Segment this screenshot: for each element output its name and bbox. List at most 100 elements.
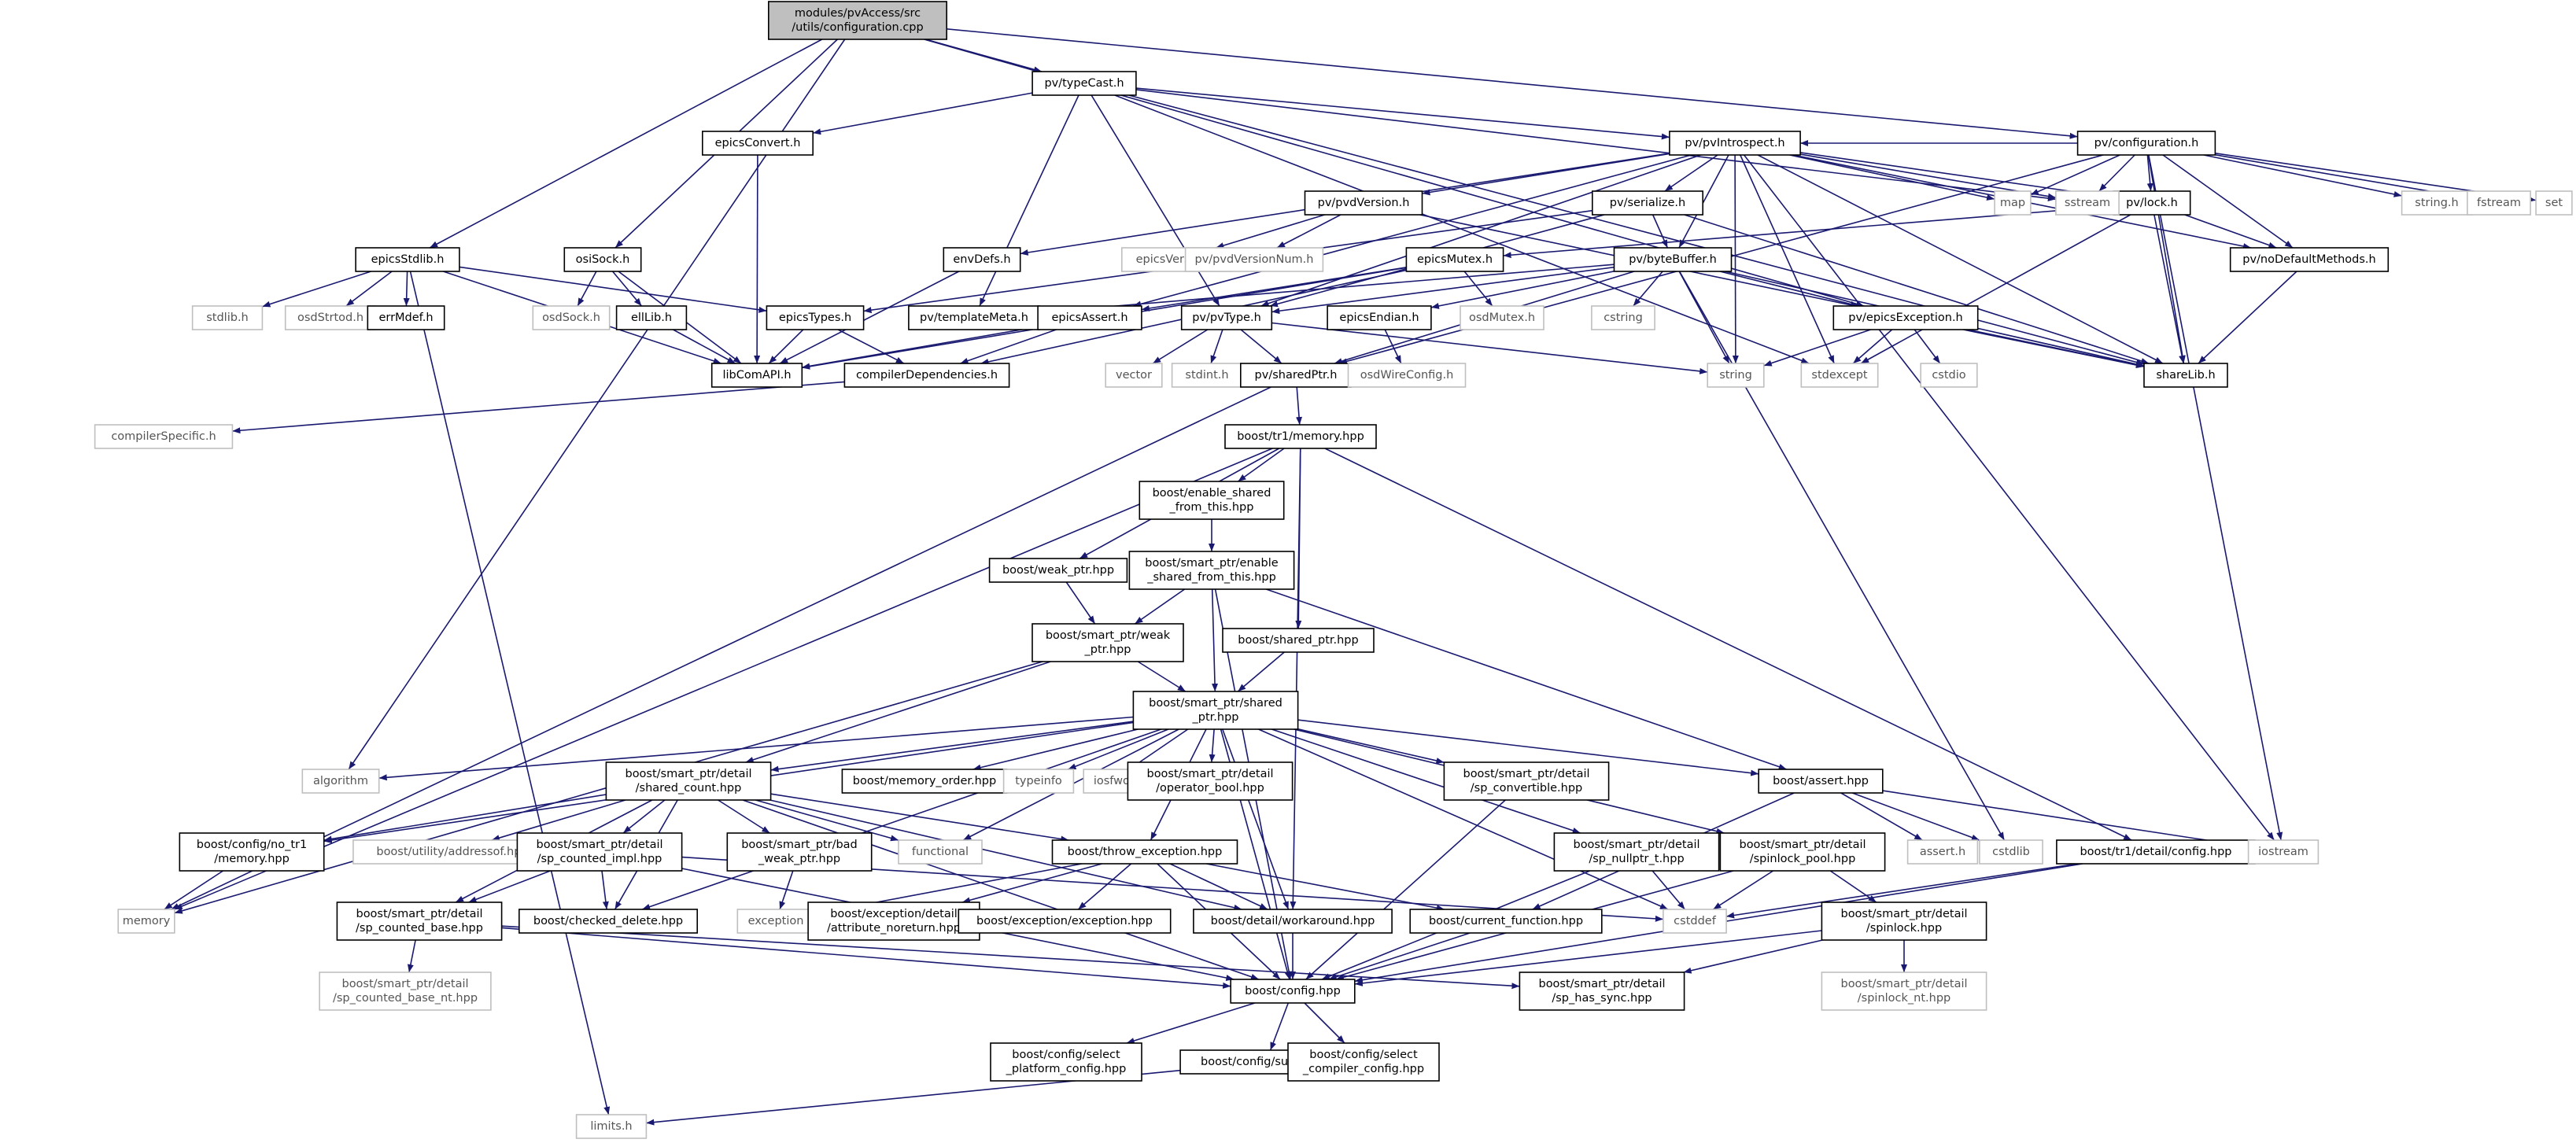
node-epicsTypes[interactable]: epicsTypes.h bbox=[766, 305, 865, 330]
node-pvdVersionNum: pv/pvdVersionNum.h bbox=[1184, 247, 1324, 272]
node-byteBuffer[interactable]: pv/byteBuffer.h bbox=[1613, 247, 1733, 272]
node-spHasSync[interactable]: boost/smart_ptr/detail/sp_has_sync.hpp bbox=[1519, 972, 1685, 1011]
node-workaround[interactable]: boost/detail/workaround.hpp bbox=[1193, 909, 1393, 934]
node-typeCast[interactable]: pv/typeCast.h bbox=[1032, 71, 1137, 96]
edge-pvType-to-string bbox=[1271, 322, 1708, 374]
node-box bbox=[1613, 247, 1733, 272]
node-spinlockNt: boost/smart_ptr/detail/spinlock_nt.hpp bbox=[1821, 972, 1987, 1011]
node-libComAPI[interactable]: libComAPI.h bbox=[710, 363, 803, 388]
node-configuration[interactable]: pv/configuration.h bbox=[2076, 131, 2216, 156]
node-epicsMutex[interactable]: epicsMutex.h bbox=[1405, 247, 1504, 272]
edge-spSharedPtr-to-memoryOrder bbox=[972, 728, 1139, 771]
node-memoryOrder[interactable]: boost/memory_order.hpp bbox=[841, 769, 1008, 794]
node-currentFunction[interactable]: boost/current_function.hpp bbox=[1409, 909, 1603, 934]
node-pvSerialize[interactable]: pv/serialize.h bbox=[1592, 190, 1704, 216]
node-spNullptr[interactable]: boost/smart_ptr/detail/sp_nullptr_t.hpp bbox=[1553, 832, 1720, 872]
node-weakPtrHpp[interactable]: boost/weak_ptr.hpp bbox=[988, 558, 1128, 583]
node-templateMeta[interactable]: pv/templateMeta.h bbox=[908, 305, 1040, 330]
node-noTr1Memory[interactable]: boost/config/no_tr1/memory.hpp bbox=[179, 832, 325, 872]
node-epicsEndian[interactable]: epicsEndian.h bbox=[1327, 305, 1432, 330]
node-badWeakPtr[interactable]: boost/smart_ptr/bad_weak_ptr.hpp bbox=[726, 832, 873, 872]
node-label-line: boost/smart_ptr/detail bbox=[1840, 978, 1967, 990]
node-osdWireConfig: osdWireConfig.h bbox=[1347, 363, 1467, 388]
node-label-line: boost/current_function.hpp bbox=[1429, 915, 1583, 927]
node-throwException[interactable]: boost/throw_exception.hpp bbox=[1051, 839, 1238, 865]
edge-noTr1Memory-to-memory bbox=[164, 870, 223, 910]
node-spConvertible[interactable]: boost/smart_ptr/detail/sp_convertible.hp… bbox=[1443, 761, 1610, 801]
node-label: epicsStdlib.h bbox=[371, 253, 445, 266]
node-label-line: boost/config/no_tr1 bbox=[197, 839, 308, 851]
node-spinlockPool[interactable]: boost/smart_ptr/detail/spinlock_pool.hpp bbox=[1719, 832, 1886, 872]
node-boostConfig[interactable]: boost/config.hpp bbox=[1230, 979, 1356, 1004]
node-epicsStdlib[interactable]: epicsStdlib.h bbox=[355, 247, 460, 272]
node-selectCompiler[interactable]: boost/config/select_compiler_config.hpp bbox=[1287, 1042, 1440, 1082]
edge-epicsException-to-string bbox=[1763, 329, 1871, 367]
node-box bbox=[943, 247, 1021, 272]
node-box bbox=[1051, 839, 1238, 865]
node-attrNoreturn[interactable]: boost/exception/detail/attribute_noretur… bbox=[807, 901, 980, 941]
node-label: iosfwd bbox=[1094, 775, 1130, 787]
edge-pvIntrospect-to-string bbox=[1732, 154, 1739, 364]
node-spCountedImpl[interactable]: boost/smart_ptr/detail/sp_counted_impl.h… bbox=[516, 832, 683, 872]
node-spinlock[interactable]: boost/smart_ptr/detail/spinlock.hpp bbox=[1821, 901, 1987, 941]
node-tr1memory[interactable]: boost/tr1/memory.hpp bbox=[1224, 424, 1377, 449]
node-epicsAssert[interactable]: epicsAssert.h bbox=[1037, 305, 1142, 330]
node-epicsConvert[interactable]: epicsConvert.h bbox=[701, 131, 814, 156]
node-epicsException[interactable]: pv/epicsException.h bbox=[1832, 305, 1979, 330]
node-spSharedPtr[interactable]: boost/smart_ptr/shared_ptr.hpp bbox=[1132, 691, 1299, 730]
node-tr1config[interactable]: boost/tr1/detail/config.hpp bbox=[2056, 839, 2256, 865]
node-box bbox=[1443, 761, 1610, 801]
node-label: boost/smart_ptr/detail/spinlock_nt.hpp bbox=[1840, 978, 1967, 1005]
node-selectPlatform[interactable]: boost/config/select_platform_config.hpp bbox=[990, 1042, 1142, 1082]
node-root[interactable]: modules/pvAccess/src/utils/configuration… bbox=[767, 1, 947, 40]
node-label: epicsMutex.h bbox=[1417, 253, 1493, 266]
node-label: pv/pvType.h bbox=[1192, 312, 1261, 324]
node-errMdef[interactable]: errMdef.h bbox=[367, 305, 445, 330]
node-boostAssert[interactable]: boost/assert.hpp bbox=[1758, 769, 1884, 794]
node-exceptionHpp[interactable]: boost/exception/exception.hpp bbox=[958, 909, 1172, 934]
edge-sharedPtrHpp-to-spSharedPtr bbox=[1237, 651, 1285, 692]
edge-epicsException-to-shareLib bbox=[1963, 329, 2145, 369]
node-label-line: limits.h bbox=[590, 1120, 632, 1133]
node-pvIntrospect[interactable]: pv/pvIntrospect.h bbox=[1669, 131, 1801, 156]
node-spWeakPtr[interactable]: boost/smart_ptr/weak_ptr.hpp bbox=[1032, 623, 1184, 662]
node-sharedPtr[interactable]: pv/sharedPtr.h bbox=[1240, 363, 1353, 388]
node-label: cstring bbox=[1604, 312, 1643, 324]
node-cstddef: cstddef bbox=[1663, 909, 1727, 934]
node-box bbox=[843, 363, 1010, 388]
node-cstdlib: cstdlib bbox=[1979, 839, 2043, 865]
edge-sharedCount-to-functional bbox=[755, 799, 899, 842]
node-box bbox=[766, 305, 865, 330]
node-envDefs[interactable]: envDefs.h bbox=[943, 247, 1021, 272]
node-sharedPtrHpp[interactable]: boost/shared_ptr.hpp bbox=[1222, 628, 1375, 653]
node-spCountedBase[interactable]: boost/smart_ptr/detail/sp_counted_base.h… bbox=[336, 901, 503, 941]
node-pvLock[interactable]: pv/lock.h bbox=[2113, 190, 2191, 216]
edge-pvIntrospect-to-stdexcept bbox=[1740, 154, 1835, 364]
node-pvdVersion[interactable]: pv/pvdVersion.h bbox=[1304, 190, 1423, 216]
edge-pvIntrospect-to-byteBuffer bbox=[1678, 154, 1729, 249]
node-noDefaultMethods[interactable]: pv/noDefaultMethods.h bbox=[2229, 247, 2390, 272]
node-checkedDelete[interactable]: boost/checked_delete.hpp bbox=[518, 909, 698, 934]
node-box bbox=[336, 901, 503, 941]
node-label-line: boost/smart_ptr/weak bbox=[1046, 629, 1171, 642]
node-enableShared[interactable]: boost/enable_shared_from_this.hpp bbox=[1139, 481, 1285, 520]
node-operatorBool[interactable]: boost/smart_ptr/detail/operator_bool.hpp bbox=[1127, 761, 1294, 801]
node-ellLib[interactable]: ellLib.h bbox=[615, 305, 688, 330]
node-box bbox=[898, 839, 983, 865]
node-spEnableShared[interactable]: boost/smart_ptr/enable_shared_from_this.… bbox=[1128, 551, 1295, 590]
node-compilerDependencies[interactable]: compilerDependencies.h bbox=[843, 363, 1010, 388]
node-shareLib[interactable]: shareLib.h bbox=[2143, 363, 2228, 388]
edge-pvType-to-stdint bbox=[1210, 329, 1223, 364]
node-pvType[interactable]: pv/pvType.h bbox=[1180, 305, 1273, 330]
edge-spEnableShared-to-spSharedPtr bbox=[1211, 588, 1219, 692]
node-label: boost/smart_ptr/bad_weak_ptr.hpp bbox=[741, 839, 858, 865]
node-label: compilerSpecific.h bbox=[111, 430, 216, 443]
node-label-line: pv/configuration.h bbox=[2094, 137, 2199, 149]
node-osiSock[interactable]: osiSock.h bbox=[563, 247, 642, 272]
node-label-line: boost/config/select bbox=[1309, 1049, 1418, 1061]
node-box bbox=[516, 832, 683, 872]
edge-spinlockPool-to-spinlock bbox=[1829, 870, 1877, 903]
node-box bbox=[1032, 71, 1137, 96]
node-sharedCount[interactable]: boost/smart_ptr/detail/shared_count.hpp bbox=[605, 761, 772, 801]
node-box bbox=[2143, 363, 2228, 388]
